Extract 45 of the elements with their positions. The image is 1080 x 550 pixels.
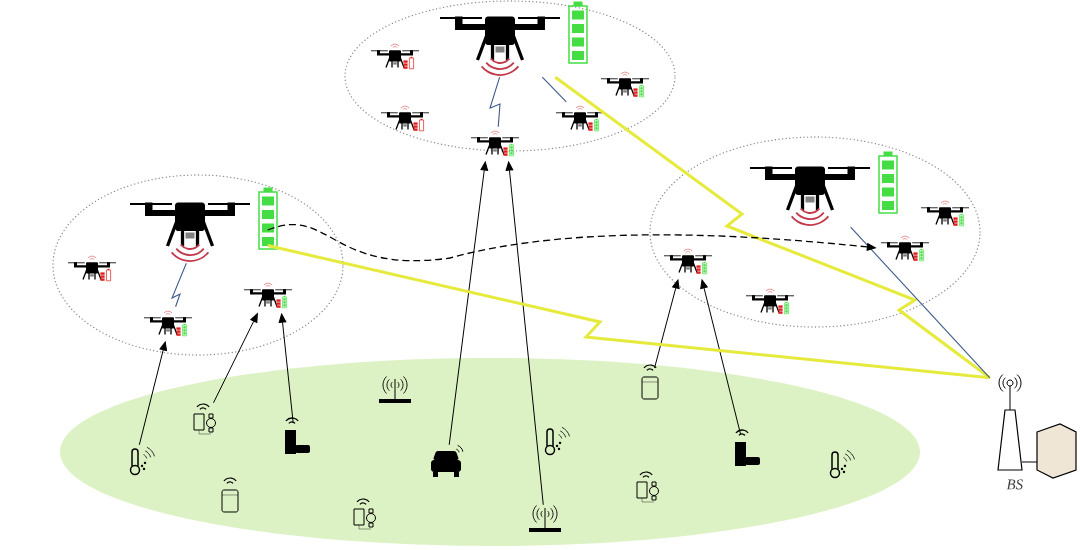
wireless-link <box>850 226 991 379</box>
drone-icon <box>880 235 930 262</box>
drone-icon <box>600 71 650 98</box>
drone-icon <box>128 187 278 262</box>
arrow <box>213 313 258 404</box>
phone-icon <box>641 364 659 400</box>
ground-area <box>60 358 920 546</box>
arrow <box>138 341 168 446</box>
arrow <box>278 313 294 424</box>
router-icon <box>379 376 411 403</box>
meter-icon <box>636 471 659 503</box>
drone-icon <box>438 1 588 76</box>
drone-icon <box>920 200 970 227</box>
wireless-link <box>489 76 501 128</box>
arrow <box>700 279 742 436</box>
drone-icon <box>380 105 430 132</box>
drone-icon <box>243 282 293 309</box>
drone-icon <box>67 255 117 282</box>
meter-icon <box>193 403 216 435</box>
wireless-link <box>267 244 990 380</box>
car-icon <box>431 445 464 477</box>
drone-icon <box>748 151 898 226</box>
arrow <box>448 161 489 446</box>
game-console-icon <box>735 429 760 466</box>
meter-icon <box>353 498 376 530</box>
thermometer-icon <box>829 449 855 479</box>
game-console-icon <box>285 417 310 454</box>
arrow <box>505 161 544 506</box>
drone-icon <box>663 248 713 275</box>
cluster-ellipse <box>649 136 981 328</box>
drone-icon <box>370 43 420 70</box>
wireless-link <box>170 262 187 308</box>
node-label: BS <box>1006 479 1023 490</box>
drone-icon <box>745 288 795 315</box>
drone-icon <box>470 130 520 157</box>
thermometer-icon <box>129 446 155 476</box>
arrow <box>654 279 680 369</box>
router-icon <box>529 505 561 532</box>
wireless-link <box>554 76 991 379</box>
wireless-link <box>541 76 567 103</box>
cluster-ellipse <box>344 0 676 152</box>
drone-icon <box>143 310 193 337</box>
cluster-ellipse <box>52 174 344 356</box>
thermometer-icon <box>544 426 570 456</box>
phone-icon <box>221 477 239 513</box>
